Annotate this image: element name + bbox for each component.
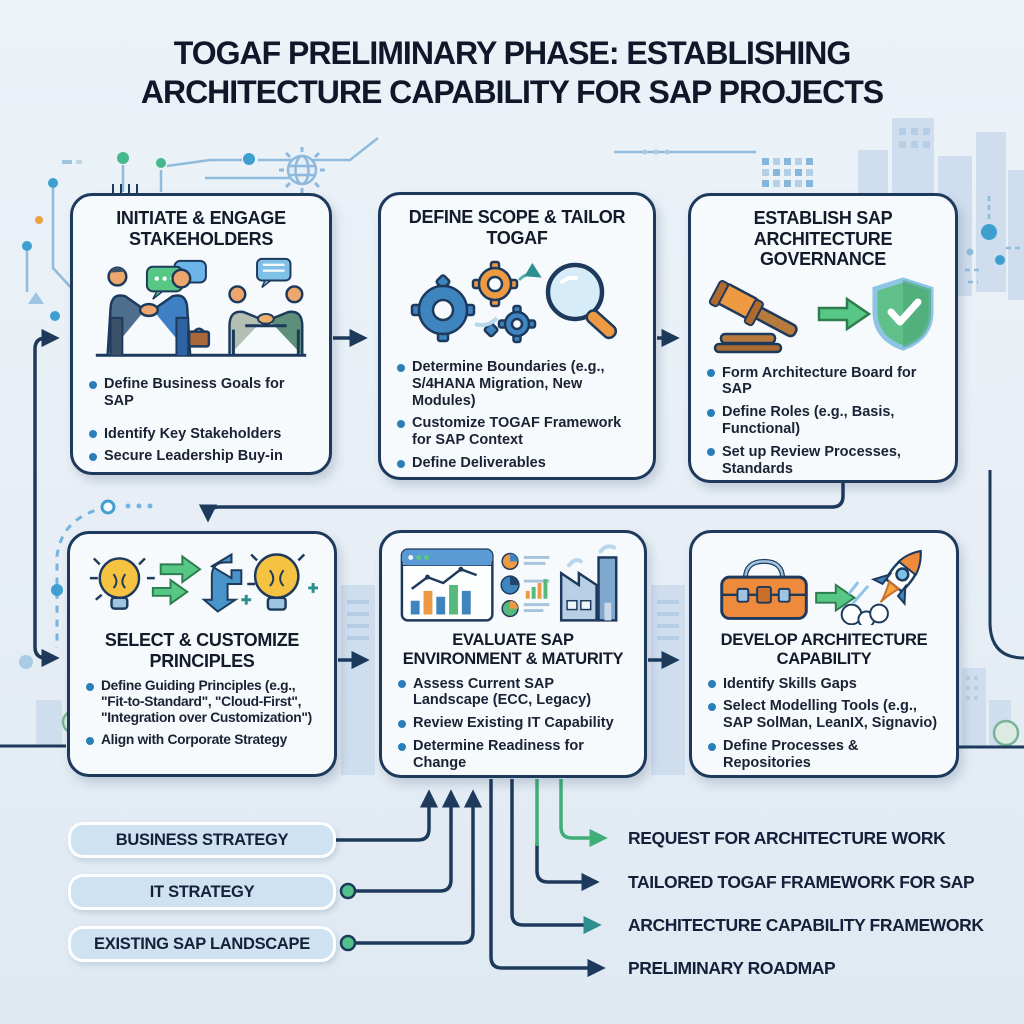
bullet-item: Determine Boundaries (e.g., S/4HANA Migr…	[395, 359, 639, 409]
skyline-windows	[347, 128, 978, 700]
output-text: REQUEST FOR ARCHITECTURE WORK	[628, 827, 946, 848]
bullet-text: Align with Corporate Strategy	[101, 732, 288, 748]
bullet-text: Form Architecture Board for SAP	[722, 364, 917, 398]
dashboard-factory-icon	[396, 543, 630, 625]
bullet-text: Set up Review Processes, Standards	[722, 443, 901, 477]
bullet-text: Define Guiding Principles (e.g., "Fit-to…	[101, 678, 312, 726]
lightbulbs-arrows-icon	[84, 544, 320, 624]
connector-business-strategy-in	[336, 789, 439, 842]
phase-card-principles: SELECT & CUSTOMIZE PRINCIPLES Define Gui…	[67, 531, 337, 777]
globe-gear-icon	[279, 147, 325, 193]
input-label: IT STRATEGY	[149, 882, 255, 901]
handshake-meeting-icon	[87, 253, 315, 369]
bullet-text: Define Deliverables	[412, 455, 546, 472]
bullet-text: Define Roles (e.g., Basis, Functional)	[722, 404, 895, 437]
bullet-item: Identify Skills Gaps	[706, 676, 942, 693]
bullet-text: Assess Current SAP Landscape (ECC, Legac…	[413, 675, 592, 709]
page-title: TOGAF PRELIMINARY PHASE: ESTABLISHING AR…	[140, 35, 884, 111]
toolbox-rocket-icon	[706, 543, 942, 625]
bullet-text: Review Existing IT Capability	[413, 715, 614, 732]
output-text: ARCHITECTURE CAPABILITY FRAMEWORK	[628, 914, 984, 935]
bullet-item: Select Modelling Tools (e.g., SAP SolMan…	[706, 698, 942, 732]
bullet-item: Determine Readiness for Change	[396, 738, 630, 772]
connector-node	[339, 934, 357, 952]
bullet-text: Determine Boundaries (e.g., S/4HANA Migr…	[412, 359, 605, 409]
connector-node	[339, 882, 357, 900]
phase-title: SELECT & CUSTOMIZE PRINCIPLES	[104, 630, 300, 671]
input-business-strategy: BUSINESS STRATEGY	[68, 822, 336, 858]
bullet-item: Review Existing IT Capability	[396, 715, 630, 732]
output-tailored-togaf-framework: TAILORED TOGAF FRAMEWORK FOR SAP	[628, 870, 975, 894]
bullet-item: Define Roles (e.g., Basis, Functional)	[705, 404, 941, 438]
phase-title: ESTABLISH SAP ARCHITECTURE GOVERNANCE	[753, 208, 893, 270]
bullet-item: Identify Key Stakeholders	[87, 426, 315, 443]
output-text: TAILORED TOGAF FRAMEWORK FOR SAP	[628, 871, 975, 892]
output-request-architecture-work: REQUEST FOR ARCHITECTURE WORK	[628, 826, 946, 850]
output-text: PRELIMINARY ROADMAP	[628, 957, 836, 978]
output-architecture-capability-framework: ARCHITECTURE CAPABILITY FRAMEWORK	[628, 913, 984, 937]
bullet-item: Define Business Goals for SAP	[87, 376, 315, 410]
pixel-grid-decoration	[762, 158, 813, 187]
connector-sap-landscape-in	[356, 789, 483, 945]
bullet-text: Determine Readiness for Change	[413, 738, 584, 771]
connector-capability-framework-out	[510, 779, 602, 935]
phase-title: DEFINE SCOPE & TAILOR TOGAF	[408, 207, 626, 248]
bullet-item: Define Processes & Repositories	[706, 738, 942, 772]
phase-card-develop-capability: DEVELOP ARCHITECTURE CAPABILITY Identify…	[689, 530, 959, 778]
bullet-item: Customize TOGAF Framework for SAP Contex…	[395, 415, 639, 449]
ground-line	[0, 470, 1024, 749]
connector-preliminary-roadmap-out	[489, 779, 606, 978]
bullet-text: Secure Leadership Buy-in	[104, 448, 283, 465]
bullet-item: Define Guiding Principles (e.g., "Fit-to…	[84, 678, 320, 726]
bullet-text: Customize TOGAF Framework for SAP Contex…	[412, 415, 622, 449]
bullet-text: Identify Key Stakeholders	[104, 425, 282, 442]
bullet-item: Set up Review Processes, Standards	[705, 444, 941, 478]
bullet-item: Secure Leadership Buy-in	[87, 448, 315, 465]
bullet-text: Define Processes & Repositories	[723, 738, 859, 771]
phase-title: INITIATE & ENGAGE STAKEHOLDERS	[116, 208, 286, 249]
phase-card-initiate-stakeholders: INITIATE & ENGAGE STAKEHOLDERS	[70, 193, 332, 475]
connector-it-strategy-in	[356, 789, 461, 893]
bullet-item: Form Architecture Board for SAP	[705, 365, 941, 399]
connector-request-architecture-out	[559, 779, 608, 848]
input-label: EXISTING SAP LANDSCAPE	[94, 934, 310, 953]
output-preliminary-roadmap: PRELIMINARY ROADMAP	[628, 956, 836, 980]
connector-tailored-framework-out	[535, 843, 600, 892]
connector-governance-to-principles	[198, 482, 845, 523]
dashed-circuit-left	[19, 499, 153, 669]
bullet-item: Define Deliverables	[395, 455, 639, 472]
connector-entry-principles	[33, 498, 60, 668]
input-it-strategy: IT STRATEGY	[68, 874, 336, 910]
phase-card-governance: ESTABLISH SAP ARCHITECTURE GOVERNANCE Fo…	[688, 193, 958, 483]
input-existing-sap-landscape: EXISTING SAP LANDSCAPE	[68, 926, 336, 962]
bullet-text: Identify Skills Gaps	[723, 675, 857, 692]
input-label: BUSINESS STRATEGY	[115, 830, 289, 849]
bullet-item: Align with Corporate Strategy	[84, 732, 320, 748]
connector-entry-initiate	[33, 328, 60, 498]
gavel-shield-icon	[705, 274, 941, 358]
bullet-text: Define Business Goals for SAP	[104, 376, 285, 409]
phase-title: DEVELOP ARCHITECTURE CAPABILITY	[720, 631, 928, 668]
bullet-text: Select Modelling Tools (e.g., SAP SolMan…	[723, 698, 938, 732]
gears-magnifier-icon	[395, 252, 639, 352]
phase-card-evaluate: EVALUATE SAP ENVIRONMENT & MATURITY Asse…	[379, 530, 647, 778]
phase-card-define-scope: DEFINE SCOPE & TAILOR TOGAF	[378, 192, 656, 480]
phase-title: EVALUATE SAP ENVIRONMENT & MATURITY	[402, 631, 624, 668]
bullet-item: Assess Current SAP Landscape (ECC, Legac…	[396, 676, 630, 710]
circuit-decoration-right	[965, 196, 1021, 284]
